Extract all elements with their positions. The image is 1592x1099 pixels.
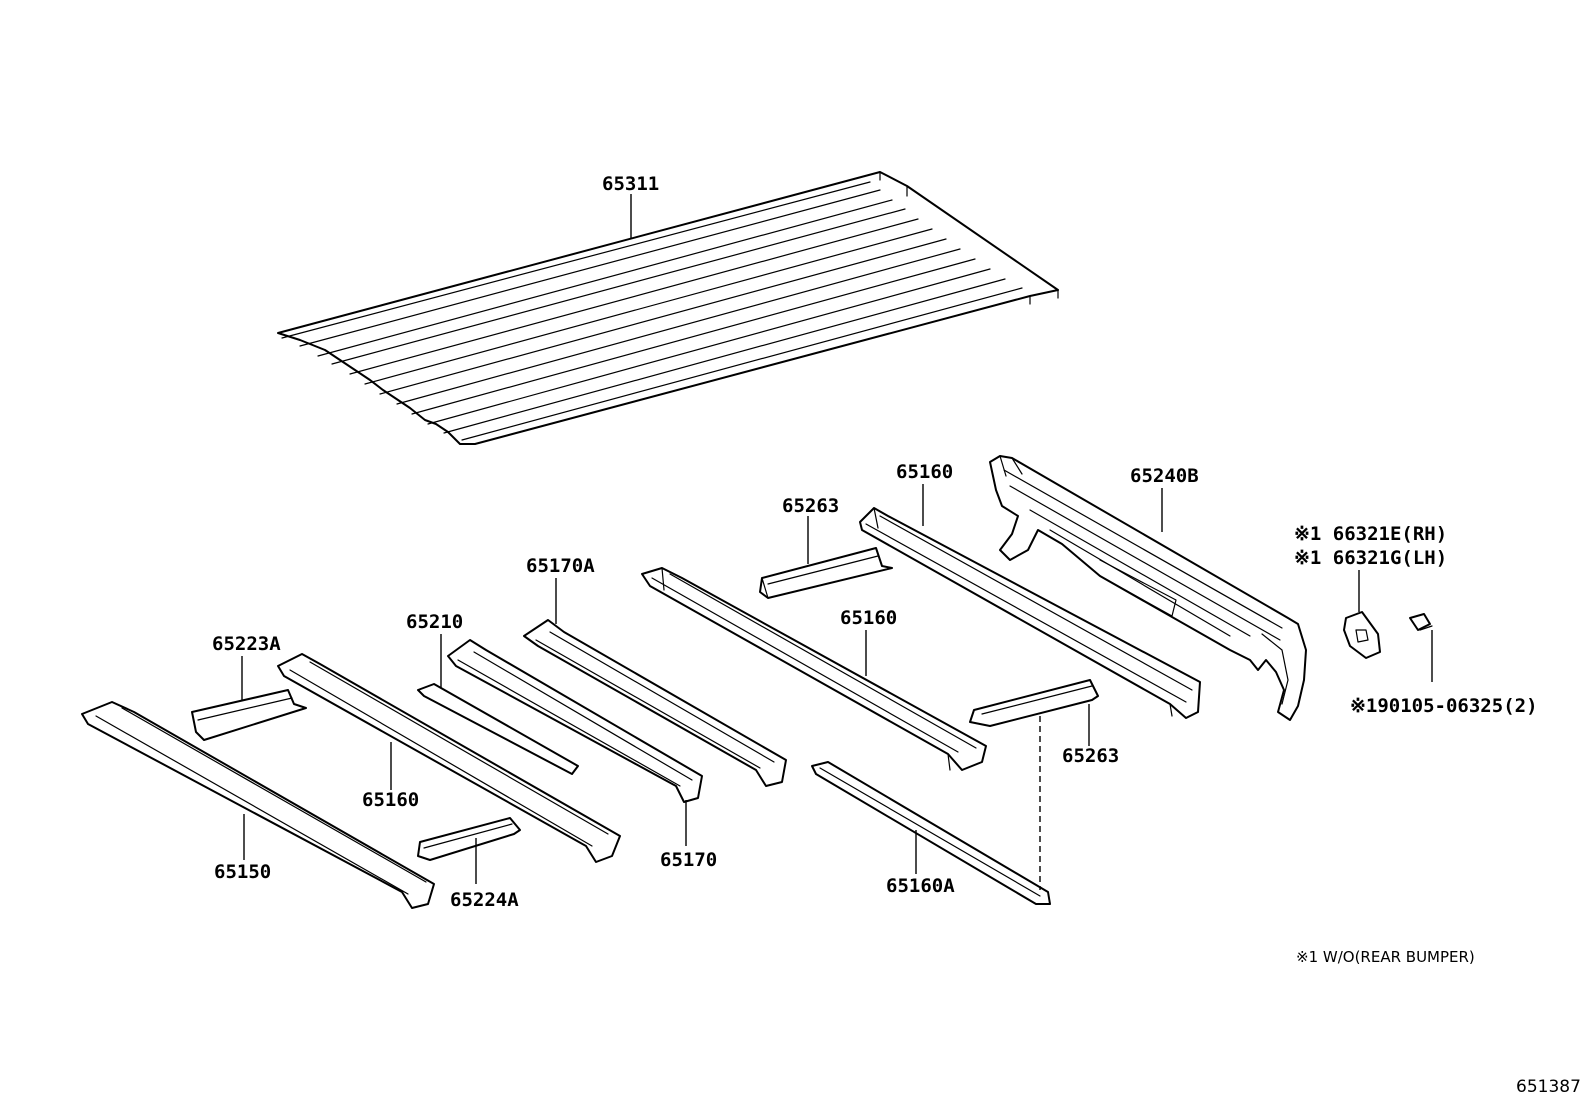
part-65210-crossmember [417,639,703,803]
label-65170a: 65170A [526,555,595,577]
diagram-reference-number: 651387 [1516,1077,1581,1097]
part-65240b-rear-crossmember [989,455,1307,721]
part-65150-sill [81,701,435,909]
label-66321g: ※1 66321G(LH) [1294,547,1447,569]
part-65311-floor-panel [277,171,1059,445]
part-90105-bolt [1409,613,1433,631]
part-65160a-lower-rail [811,761,1051,905]
label-65240b: 65240B [1130,465,1199,487]
label-65170: 65170 [660,849,717,871]
part-65160-mid-sill [641,567,987,771]
label-65223a: 65223A [212,633,281,655]
label-65160-top: 65160 [896,461,953,483]
part-65263-top-bracket [759,547,893,599]
label-65311: 65311 [602,173,659,195]
label-65263-top: 65263 [782,495,839,517]
footnote: ※1 W/O(REAR BUMPER) [1296,948,1475,966]
part-65224a-bracket [417,817,521,861]
part-65160-top-sill [859,507,1201,719]
label-65210: 65210 [406,611,463,633]
label-65224a: 65224A [450,889,519,911]
part-65223a-bracket [191,689,307,741]
label-90105: ※190105-06325(2) [1350,695,1538,717]
part-65170a-crossmember [523,619,787,787]
part-65160-left-sill [277,653,621,863]
label-65160-left: 65160 [362,789,419,811]
label-66321e: ※1 66321E(RH) [1294,523,1447,545]
part-66321-bumper-bracket [1343,611,1381,659]
label-65263-bottom: 65263 [1062,745,1119,767]
part-65263-bottom-bracket [969,679,1099,727]
label-65160a: 65160A [886,875,955,897]
label-65160-mid: 65160 [840,607,897,629]
label-65150: 65150 [214,861,271,883]
